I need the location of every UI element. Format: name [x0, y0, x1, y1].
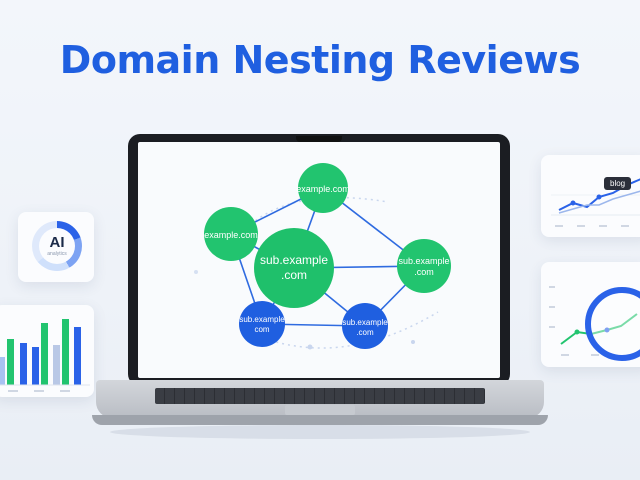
node-label-line1: sub.example — [260, 253, 328, 267]
ai-card-label: AI — [49, 234, 65, 251]
chart-badge: blog — [604, 177, 632, 190]
bar-chart-card — [0, 305, 94, 397]
domain-network-diagram: example.com example.com sub.example .com… — [194, 163, 451, 350]
magnifier-ring-icon — [585, 287, 640, 361]
node-label-line1: sub.example — [239, 315, 285, 324]
laptop-shadow — [110, 425, 530, 439]
node-label: example.com — [204, 230, 258, 240]
donut-chart-icon — [32, 221, 82, 271]
node-label-line2: .com — [356, 328, 374, 337]
laptop-screen: example.com example.com sub.example .com… — [138, 142, 500, 378]
line-chart-card-top: blog — [541, 155, 640, 237]
node-top[interactable]: example.com — [296, 163, 350, 213]
laptop-trackpad — [285, 405, 355, 415]
node-label-line2: .com — [281, 268, 307, 282]
ai-card-sub: analytics — [47, 251, 67, 257]
ai-analytics-card: AI analytics — [18, 212, 94, 282]
node-label-line2: .com — [414, 267, 434, 277]
node-right[interactable]: sub.example .com — [397, 239, 451, 293]
node-bottom-right[interactable]: sub.example .com — [342, 303, 388, 349]
node-center[interactable]: sub.example .com — [254, 228, 334, 308]
node-left[interactable]: example.com — [204, 207, 258, 261]
node-label-line1: sub.example — [398, 256, 449, 266]
line-chart-icon — [551, 178, 640, 227]
node-label: example.com — [296, 184, 350, 194]
laptop-keyboard — [155, 388, 485, 404]
bar-chart-icon — [0, 319, 90, 392]
laptop-base-lip — [92, 415, 548, 425]
node-label-line1: sub.example — [342, 318, 388, 327]
node-bottom-left[interactable]: sub.example com — [239, 301, 285, 347]
page-title: Domain Nesting Reviews — [59, 38, 581, 82]
node-label-line2: com — [254, 325, 269, 334]
laptop-camera — [296, 136, 342, 142]
